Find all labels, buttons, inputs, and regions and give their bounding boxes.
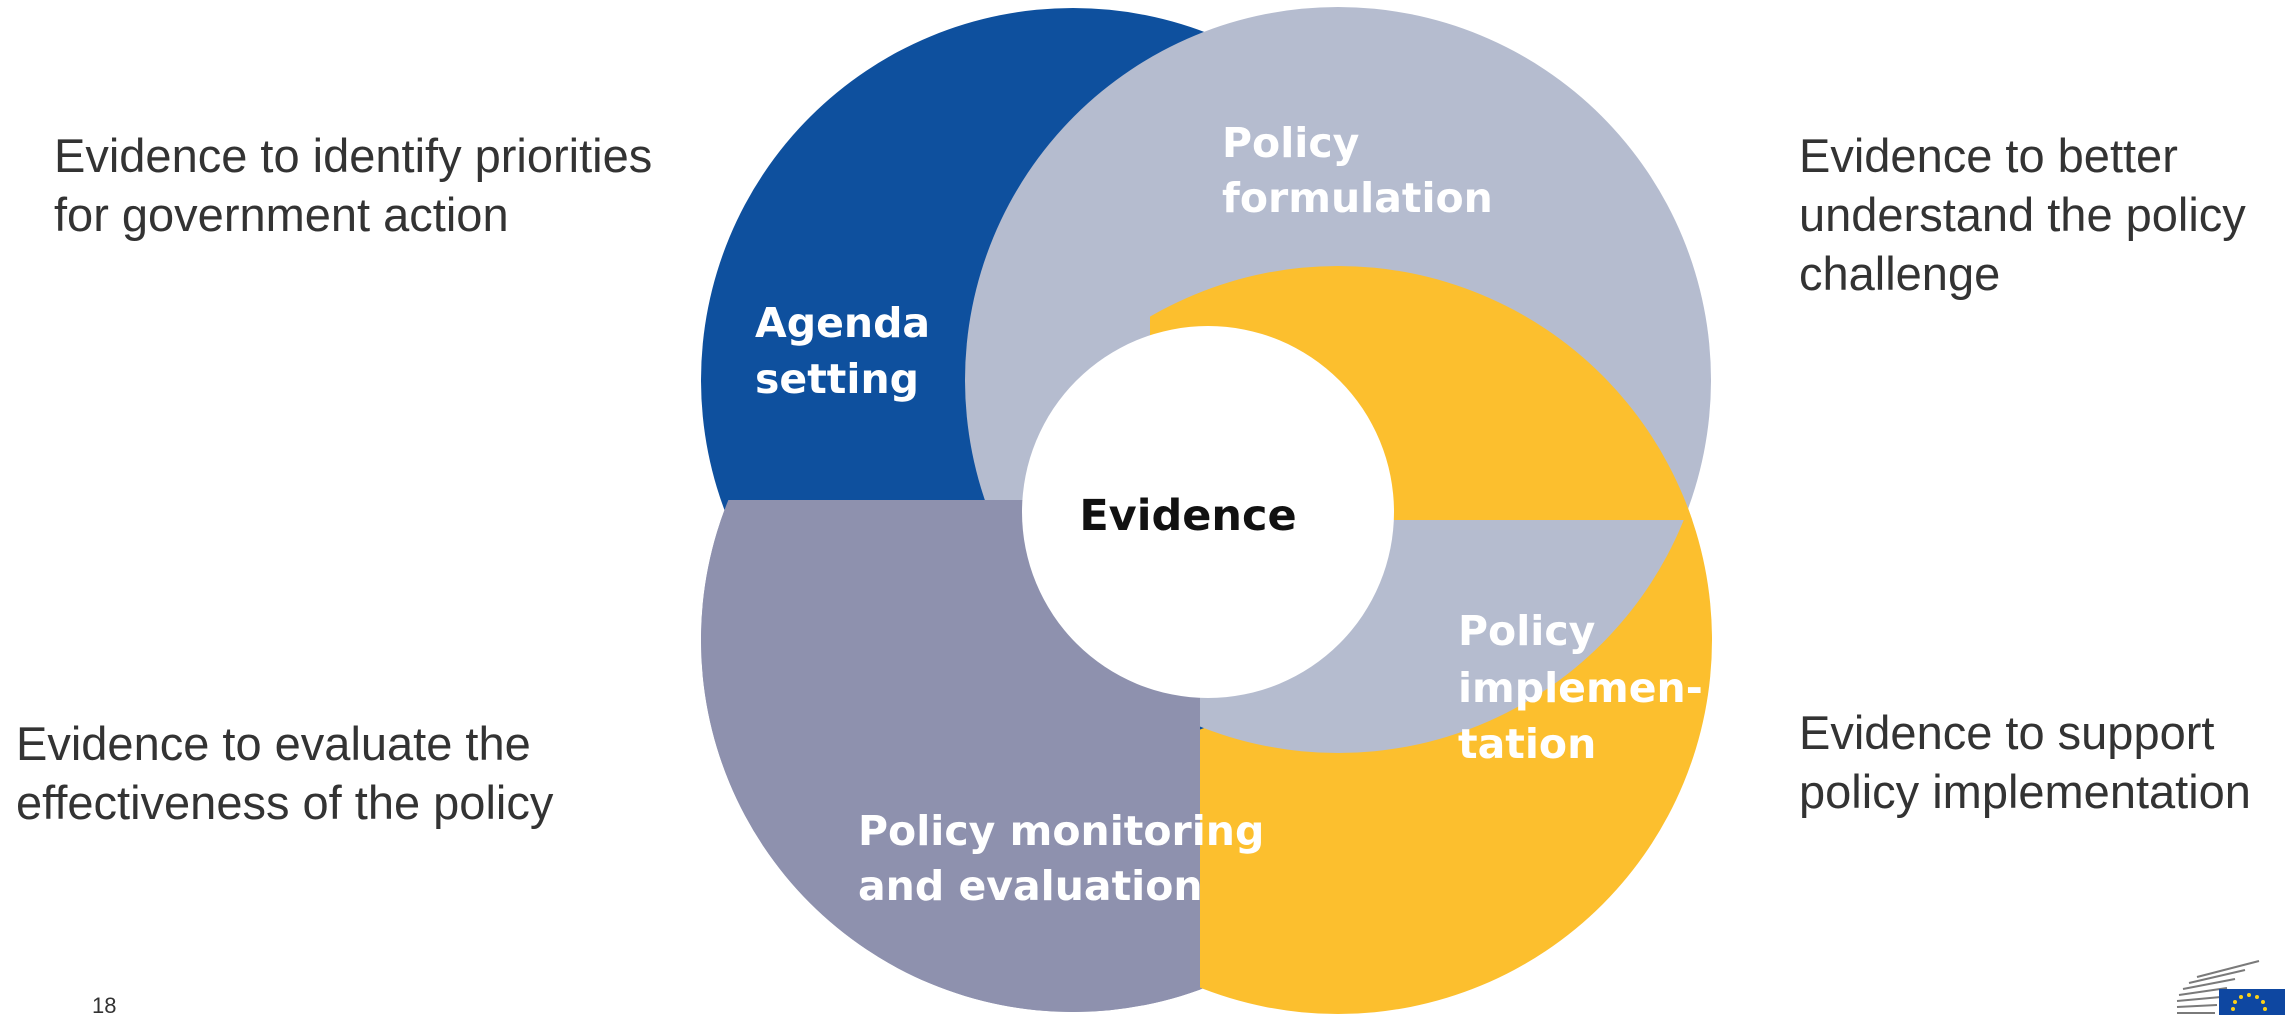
agenda-setting-label: Agenda setting [755,299,944,403]
policy-monitoring-label: Policy monitoring and evaluation [858,807,1279,910]
caption-line: for government action [54,188,509,241]
policy-implementation-caption: Evidence to support policy implementatio… [1799,703,2251,821]
caption-line: effectiveness of the policy [16,776,554,829]
policy-formulation-caption: Evidence to better understand the policy… [1799,126,2246,303]
page-number: 18 [92,993,117,1018]
caption-line: policy implementation [1799,765,2251,818]
caption-line: Evidence to evaluate the [16,717,531,770]
caption-line: challenge [1799,247,2001,300]
caption-line: understand the policy [1799,188,2246,241]
evidence-center-label: Evidence [1079,491,1296,541]
caption-line: Evidence to support [1799,706,2215,759]
eu-commission-logo-icon [2176,960,2285,1015]
policy-monitoring-caption: Evidence to evaluate the effectiveness o… [16,714,553,832]
caption-line: Evidence to better [1799,129,2178,182]
policy-implementation-label: Policy implemen- tation [1458,607,1717,768]
policy-formulation-label: Policy formulation [1222,119,1493,222]
agenda-setting-caption: Evidence to identify priorities for gove… [54,126,652,244]
evidence-center-circle [1022,326,1394,698]
caption-line: Evidence to identify priorities [54,129,653,182]
